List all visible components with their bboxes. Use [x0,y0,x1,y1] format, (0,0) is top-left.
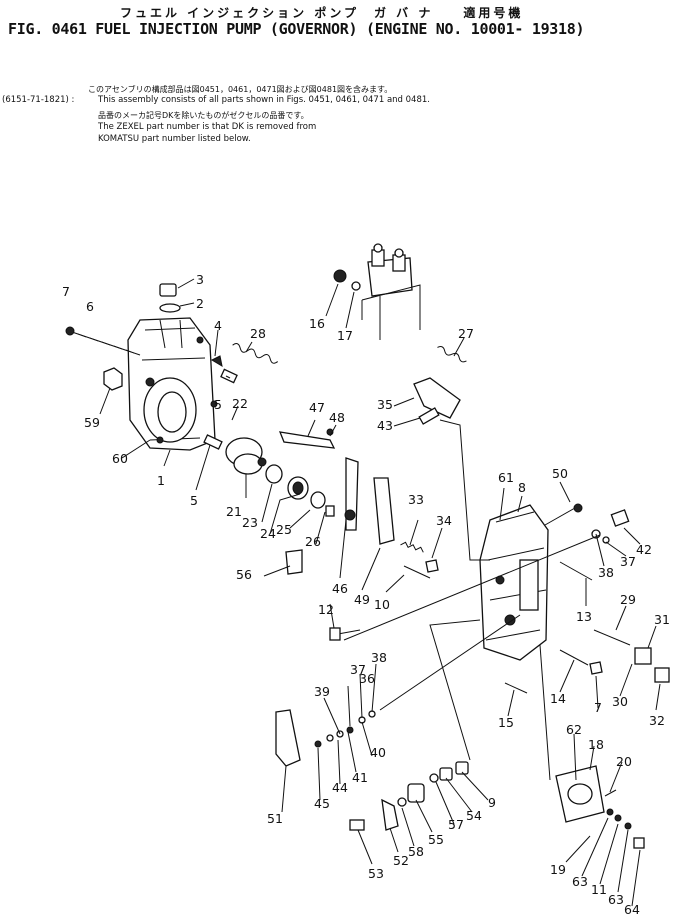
callout-58: 58 [408,844,424,859]
callout-15: 15 [498,715,514,730]
callout-20: 20 [616,754,632,769]
note-line1: This assembly consists of all parts show… [98,95,430,105]
callout-23: 23 [242,515,258,530]
callout-55: 55 [428,832,444,847]
callout-38b: 38 [598,565,614,580]
callout-7a: 7 [62,284,70,299]
leader-lines [99,278,661,907]
assembly-code: (6151-71-1821) : [2,95,75,105]
callout-32: 32 [649,713,665,728]
callout-19: 19 [550,862,566,877]
callout-31: 31 [654,612,670,627]
callout-64: 64 [624,902,640,916]
callout-30: 30 [612,694,628,709]
flyweight-assy [225,437,267,475]
callout-48: 48 [329,410,345,425]
top-linkage [333,243,421,340]
callout-26: 26 [305,534,321,549]
callout-11: 11 [591,882,607,897]
governor-housing [127,317,216,451]
callout-27: 27 [458,326,474,341]
callout-22: 22 [232,396,248,411]
callout-21: 21 [226,504,242,519]
callout-63a: 63 [572,874,588,889]
callout-36: 36 [359,671,375,686]
callout-8: 8 [518,480,526,495]
callout-52: 52 [393,853,409,868]
callout-17: 17 [337,328,353,343]
callout-37a: 37 [350,662,366,677]
callout-37b: 37 [620,554,636,569]
japanese-title: フュエル インジェクション ポンプ ガ バ ナ 適用号機 [120,6,524,20]
parts-drawing [65,243,670,849]
callout-62: 62 [566,722,582,737]
note-line2-jp: 品番のメーカ記号DKを除いたものがゼクセルの品番です。 [98,111,309,120]
callout-50: 50 [552,466,568,481]
callout-10: 10 [374,597,390,612]
callout-28: 28 [250,326,266,341]
note-line3: KOMATSU part number listed below. [98,134,251,144]
callout-49: 49 [354,592,370,607]
callout-41: 41 [352,770,368,785]
callout-34: 34 [436,513,452,528]
callout-59: 59 [84,415,100,430]
callout-57: 57 [448,817,464,832]
callout-1: 1 [157,473,165,488]
callout-4: 4 [214,318,222,333]
note-line2: The ZEXEL part number is that DK is remo… [98,122,317,132]
callout-35: 35 [377,397,393,412]
cap [159,283,177,297]
callout-42: 42 [636,542,652,557]
callout-40: 40 [370,745,386,760]
callout-14: 14 [550,691,566,706]
callout-63b: 63 [608,892,624,907]
callout-43: 43 [377,418,393,433]
callout-13: 13 [576,609,592,624]
callout-2: 2 [196,296,204,311]
callout-56: 56 [236,567,252,582]
spring-28 [232,343,279,364]
callout-numbers: 1 2 3 4 5 5 6 7 7 8 9 10 11 12 13 14 15 … [62,272,670,916]
callout-3: 3 [196,272,204,287]
callout-39: 39 [314,684,330,699]
callout-46: 46 [332,581,348,596]
callout-7b: 7 [594,700,602,715]
callout-33: 33 [408,492,424,507]
governor-cover [479,504,549,661]
callout-24: 24 [260,526,276,541]
callout-5a: 5 [214,397,222,412]
callout-25: 25 [276,522,292,537]
callout-38a: 38 [371,650,387,665]
callout-44: 44 [332,780,348,795]
note-line1-jp: このアセンブリの構成部品は図0451，0461，0471図および図0481図を含… [88,85,393,94]
callout-29: 29 [620,592,636,607]
callout-53: 53 [368,866,384,881]
callout-16: 16 [309,316,325,331]
callout-51: 51 [267,811,283,826]
callout-9: 9 [488,795,496,810]
callout-18: 18 [588,737,604,752]
callout-5b: 5 [190,493,198,508]
callout-12: 12 [318,602,334,617]
callout-61: 61 [498,470,514,485]
callout-47: 47 [309,400,325,415]
nut-59 [103,367,123,391]
callout-60: 60 [112,451,128,466]
o-ring [159,303,181,313]
callout-54: 54 [466,808,482,823]
figure-title: FIG. 0461 FUEL INJECTION PUMP (GOVERNOR)… [8,20,585,38]
callout-45: 45 [314,796,330,811]
alignment-lines [343,419,601,781]
callout-6: 6 [86,299,94,314]
